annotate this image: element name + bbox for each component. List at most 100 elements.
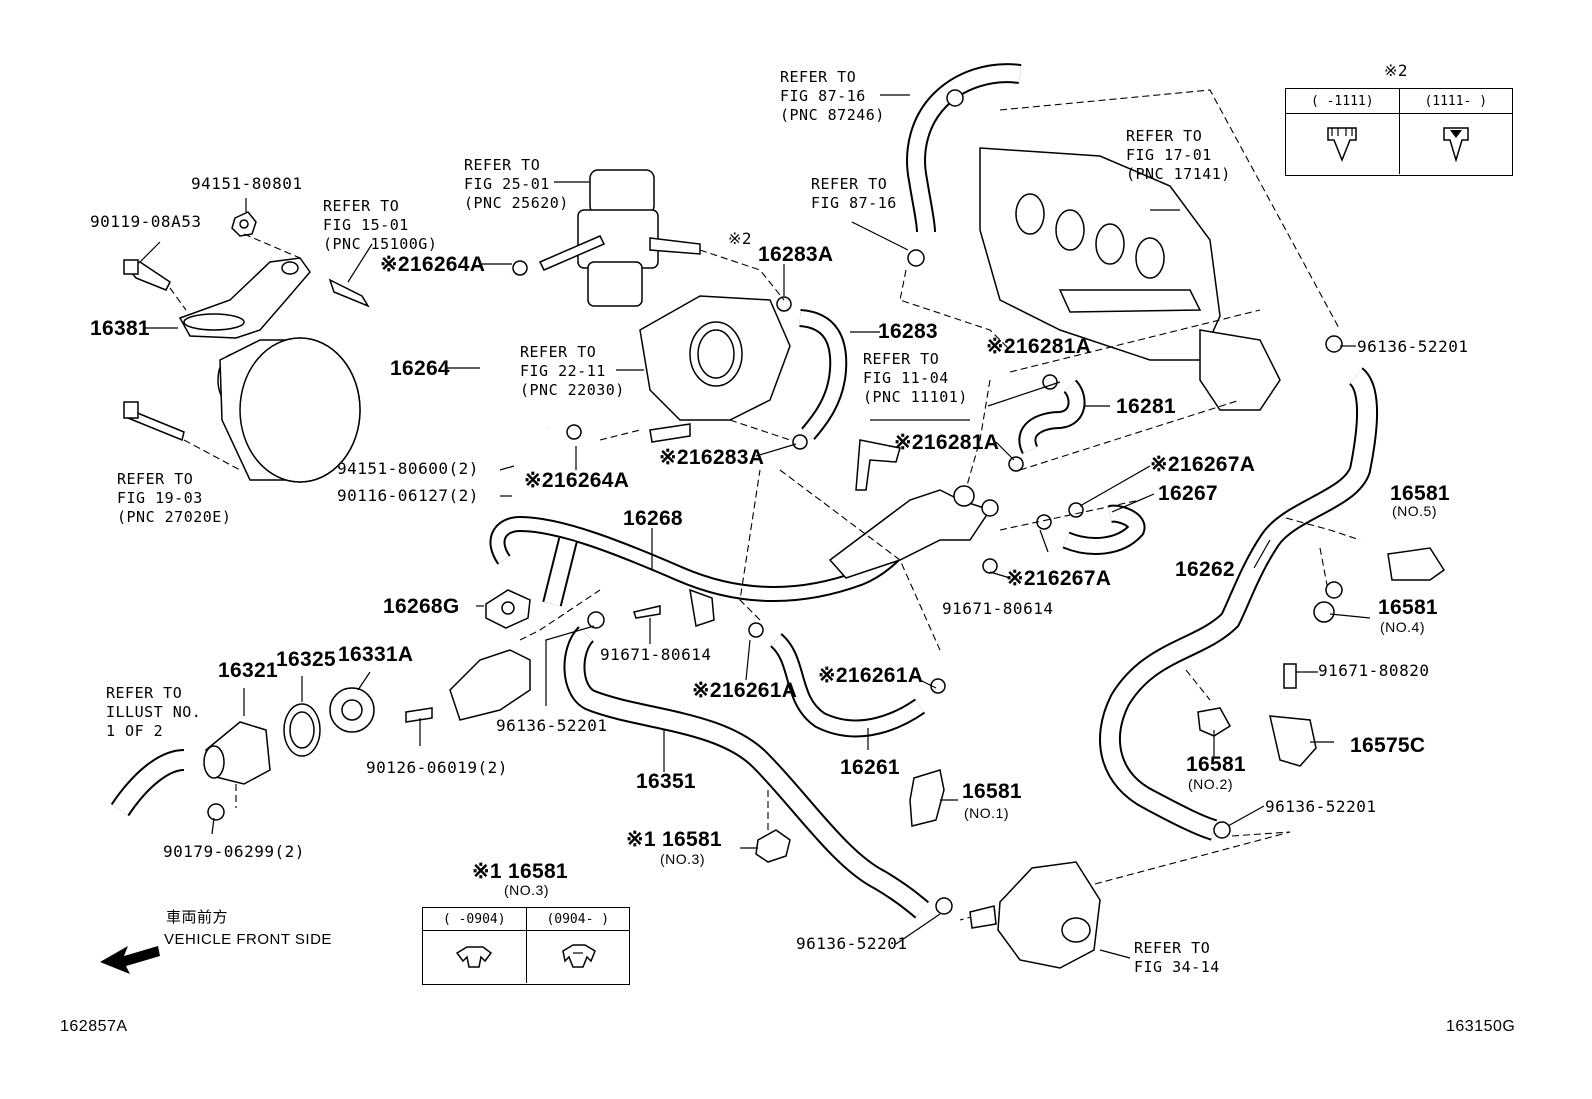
part-16267A-bottom[interactable]: ※216267A — [1006, 567, 1112, 590]
ref-fig-87-16-top[interactable]: REFER TO FIG 87-16 (PNC 87246) — [780, 68, 885, 124]
table-bottom-col2: (0904- ) — [546, 911, 610, 927]
part-16581-no1-sub: (NO.1) — [964, 805, 1009, 821]
table-top-title: ※2 — [1384, 61, 1409, 80]
bolt-91671-80614-b — [982, 558, 998, 574]
clip-new-icon — [527, 931, 630, 983]
part-16268[interactable]: 16268 — [623, 507, 683, 530]
table-top-col2: (1111- ) — [1424, 93, 1488, 109]
part-16581-no4-sub: (NO.4) — [1380, 619, 1425, 635]
front-arrow-icon — [100, 946, 160, 974]
part-90116-06127[interactable]: 90116-06127(2) — [337, 486, 479, 505]
inlet-16321 — [203, 721, 271, 785]
part-90119-08A53[interactable]: 90119-08A53 — [90, 212, 202, 231]
part-16581-no3[interactable]: ※1 16581 — [626, 828, 722, 851]
part-16331A[interactable]: 16331A — [338, 643, 414, 666]
table-bottom-title: ※1 16581 — [472, 860, 568, 883]
part-91671-80820[interactable]: 91671-80820 — [1318, 661, 1430, 680]
part-16268G[interactable]: 16268G — [383, 595, 460, 618]
clamp-16581-no2 — [1197, 707, 1232, 737]
clamp-16581-no5 — [1387, 547, 1446, 581]
ref-illust[interactable]: REFER TO ILLUST NO. 1 OF 2 — [106, 684, 202, 740]
bracket-16381 — [178, 257, 311, 339]
part-16267[interactable]: 16267 — [1158, 482, 1218, 505]
part-16381[interactable]: 16381 — [90, 317, 150, 340]
part-16575C[interactable]: 16575C — [1350, 734, 1426, 757]
plug-90179 — [207, 803, 225, 821]
ref-fig-15-01[interactable]: REFER TO FIG 15-01 (PNC 15100G) — [323, 197, 438, 253]
clamp-16581-no3 — [755, 829, 791, 863]
table-bottom-subtitle: (NO.3) — [504, 882, 549, 898]
ref-fig-87-16-mid[interactable]: REFER TO FIG 87-16 — [811, 175, 897, 212]
throttle-body-22030 — [639, 295, 791, 443]
bolt-91671-80820 — [1283, 663, 1297, 689]
part-94151-80600[interactable]: 94151-80600(2) — [337, 459, 479, 478]
part-16351[interactable]: 16351 — [636, 770, 696, 793]
part-16267A-top[interactable]: ※216267A — [1150, 453, 1256, 476]
thermostat-16331A — [329, 687, 375, 733]
nut-94151-80801 — [231, 211, 257, 237]
part-16261A-left[interactable]: ※216261A — [692, 679, 798, 702]
part-90126-06019[interactable]: 90126-06019(2) — [366, 758, 508, 777]
bolt-lower-left — [123, 401, 185, 442]
part-16283A-top[interactable]: 16283A — [758, 243, 834, 266]
thermostat-housing — [449, 649, 531, 721]
part-16581-no1[interactable]: 16581 — [962, 780, 1022, 803]
part-16325[interactable]: 16325 — [276, 648, 336, 671]
stud-90126 — [405, 707, 433, 723]
part-16281A-mid[interactable]: ※216281A — [894, 431, 1000, 454]
note-2-16283: ※2 — [728, 229, 753, 248]
ref-fig-11-04[interactable]: REFER TO FIG 11-04 (PNC 11101) — [863, 350, 968, 406]
part-90179-06299[interactable]: 90179-06299(2) — [163, 842, 305, 861]
heat-insulator-17141 — [979, 147, 1281, 411]
part-96136-52201-b[interactable]: 96136-52201 — [796, 934, 908, 953]
gasket-16325 — [283, 703, 321, 757]
part-16262[interactable]: 16262 — [1175, 558, 1235, 581]
ref-fig-17-01[interactable]: REFER TO FIG 17-01 (PNC 17141) — [1126, 127, 1231, 183]
part-16281[interactable]: 16281 — [1116, 395, 1176, 418]
part-16283[interactable]: 16283 — [878, 320, 938, 343]
leader-lines — [139, 94, 1371, 959]
part-16281A-top[interactable]: ※216281A — [986, 335, 1092, 358]
part-16581-no2[interactable]: 16581 — [1186, 753, 1246, 776]
part-16581-no5-sub: (NO.5) — [1392, 503, 1437, 519]
table-bottom-col1: ( -0904) — [423, 908, 527, 930]
table-bottom: ( -0904) (0904- ) — [422, 907, 630, 985]
ref-fig-25-01[interactable]: REFER TO FIG 25-01 (PNC 25620) — [464, 156, 569, 212]
bolt-90119 — [123, 259, 171, 291]
part-16264A-top[interactable]: ※216264A — [380, 253, 486, 276]
ref-fig-19-03[interactable]: REFER TO FIG 19-03 (PNC 27020E) — [117, 470, 232, 526]
clamp-16581-no1 — [909, 769, 945, 827]
part-16261A-right[interactable]: ※216261A — [818, 664, 924, 687]
clamp-type-a-icon — [1286, 114, 1400, 174]
part-91671-80614-b[interactable]: 91671-80614 — [942, 599, 1054, 618]
diagram-code-left: 162857A — [60, 1018, 128, 1035]
water-pump-27020E — [217, 337, 361, 483]
clamp-16581-no4 — [1313, 581, 1343, 623]
part-16581-no5[interactable]: 16581 — [1390, 482, 1450, 505]
stud-15100G — [328, 278, 370, 308]
part-16283A-bottom[interactable]: ※216283A — [659, 446, 765, 469]
clamp-type-b-icon — [1400, 114, 1513, 174]
bolt-91671-80614-a — [633, 605, 661, 619]
bracket-16575C — [1269, 715, 1317, 767]
part-16264A-bottom[interactable]: ※216264A — [524, 469, 630, 492]
part-16261[interactable]: 16261 — [840, 756, 900, 779]
part-91671-80614-a[interactable]: 91671-80614 — [600, 645, 712, 664]
part-16581-no2-sub: (NO.2) — [1188, 776, 1233, 792]
table-top-col1: ( -1111) — [1286, 89, 1400, 113]
part-96136-52201-c[interactable]: 96136-52201 — [1357, 337, 1469, 356]
part-16321[interactable]: 16321 — [218, 659, 278, 682]
clamps-egr — [512, 260, 808, 450]
pipe-assembly — [828, 485, 999, 579]
part-96136-52201-a[interactable]: 96136-52201 — [496, 716, 608, 735]
part-96136-52201-d[interactable]: 96136-52201 — [1265, 797, 1377, 816]
ref-fig-22-11[interactable]: REFER TO FIG 22-11 (PNC 22030) — [520, 343, 625, 399]
part-16581-no4[interactable]: 16581 — [1378, 596, 1438, 619]
part-94151-80801[interactable]: 94151-80801 — [191, 174, 303, 193]
ref-fig-34-14[interactable]: REFER TO FIG 34-14 — [1134, 939, 1220, 976]
part-16581-no3-sub: (NO.3) — [660, 851, 705, 867]
part-16264[interactable]: 16264 — [390, 357, 450, 380]
table-top: ( -1111) (1111- ) — [1285, 88, 1513, 176]
